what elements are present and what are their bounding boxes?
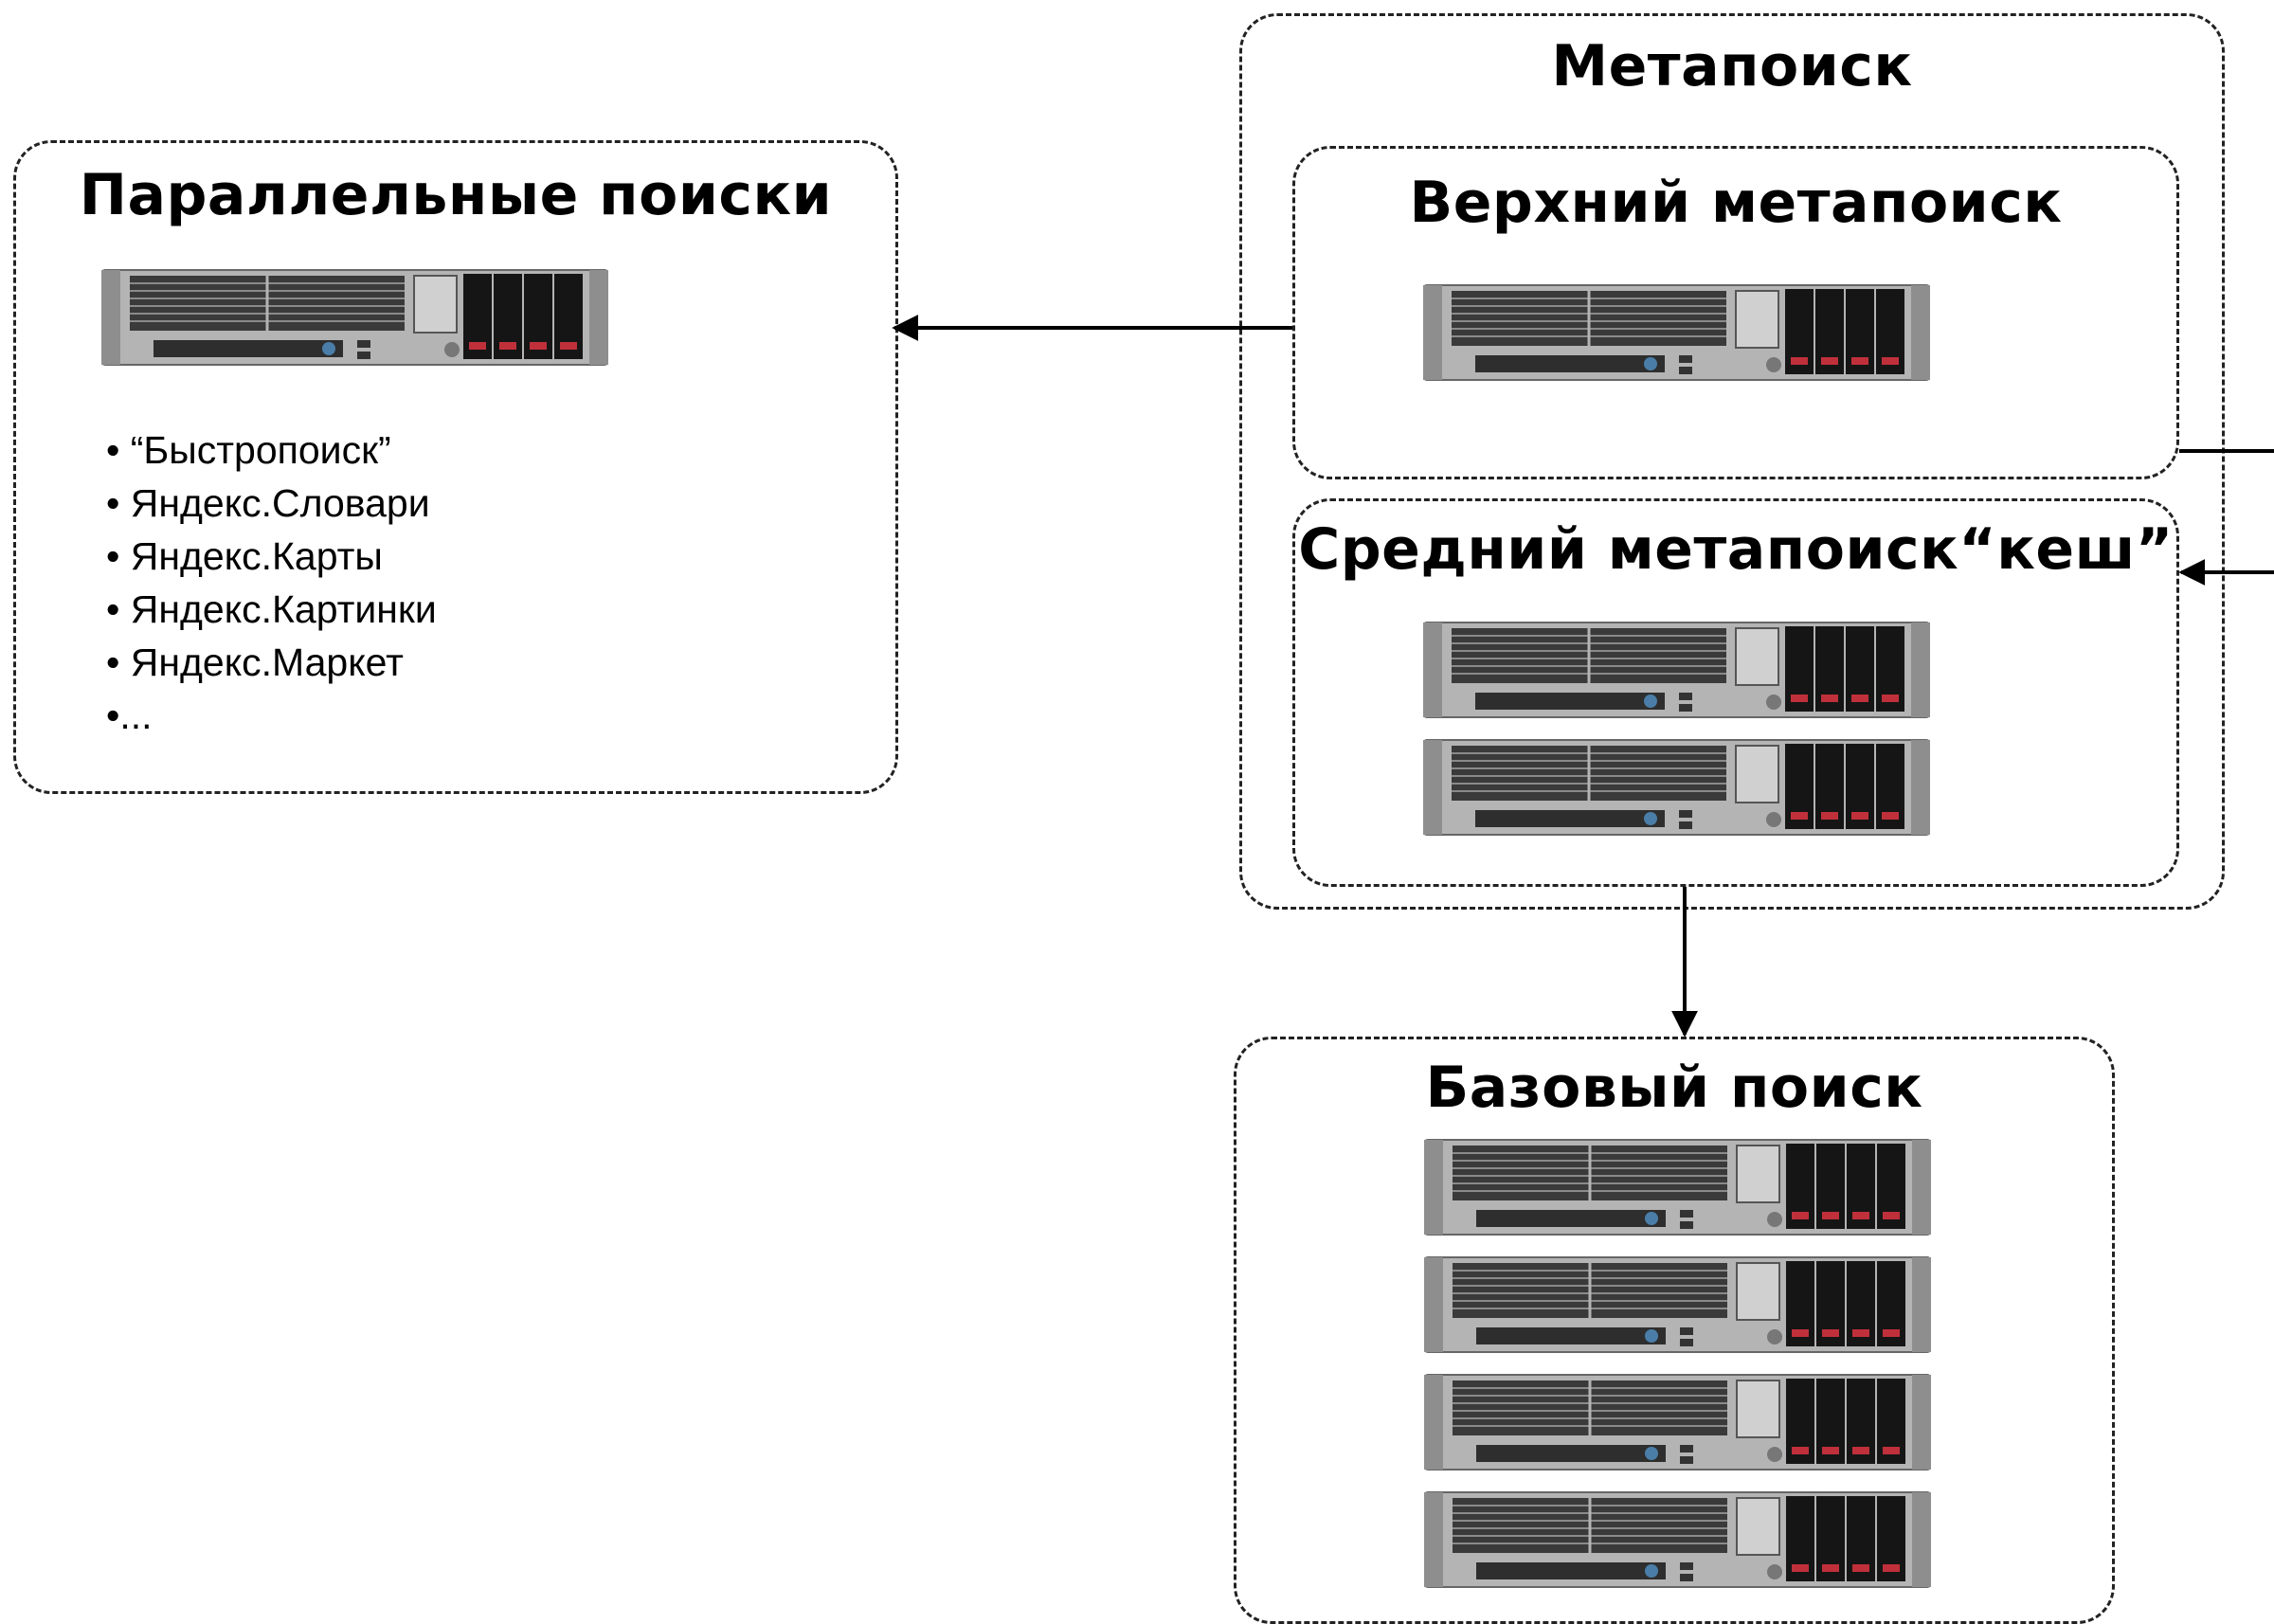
server-rack-icon [1423,619,1930,721]
base-search-title: Базовый поиск [1425,1055,1923,1121]
metasearch-title: Метапоиск [1551,33,1913,99]
server-rack-icon [101,266,608,369]
list-item: • Яндекс.Карты [106,534,383,578]
middle-metasearch-box: Средний метапоиск“кеш” [1292,498,2179,887]
parallel-searches-list: • “Быстропоиск” • Яндекс.Словари • Яндек… [106,424,437,742]
server-rack-icon [1424,1489,1931,1591]
list-item: • Яндекс.Словари [106,481,430,525]
server-rack-icon [1423,736,1930,839]
server-rack-icon [1423,281,1930,384]
server-rack-icon [1424,1371,1931,1473]
base-search-box: Базовый поиск [1234,1037,2115,1624]
list-item: • “Быстропоиск” [106,428,391,472]
metasearch-group: Метапоиск [1239,13,2225,910]
upper-metasearch-box: Верхний метапоиск [1292,146,2179,479]
upper-metasearch-title: Верхний метапоиск [1409,170,2063,236]
parallel-searches-box: Параллельные поиски • “Быстропоиск” • Ян… [13,140,898,794]
list-item: • Яндекс.Маркет [106,641,404,684]
server-rack-icon [1424,1254,1931,1356]
parallel-searches-title: Параллельные поиски [79,162,833,228]
middle-metasearch-title: Средний метапоиск“кеш” [1298,516,2174,583]
list-item: •... [106,694,153,737]
list-item: • Яндекс.Картинки [106,587,437,631]
server-rack-icon [1424,1136,1931,1238]
